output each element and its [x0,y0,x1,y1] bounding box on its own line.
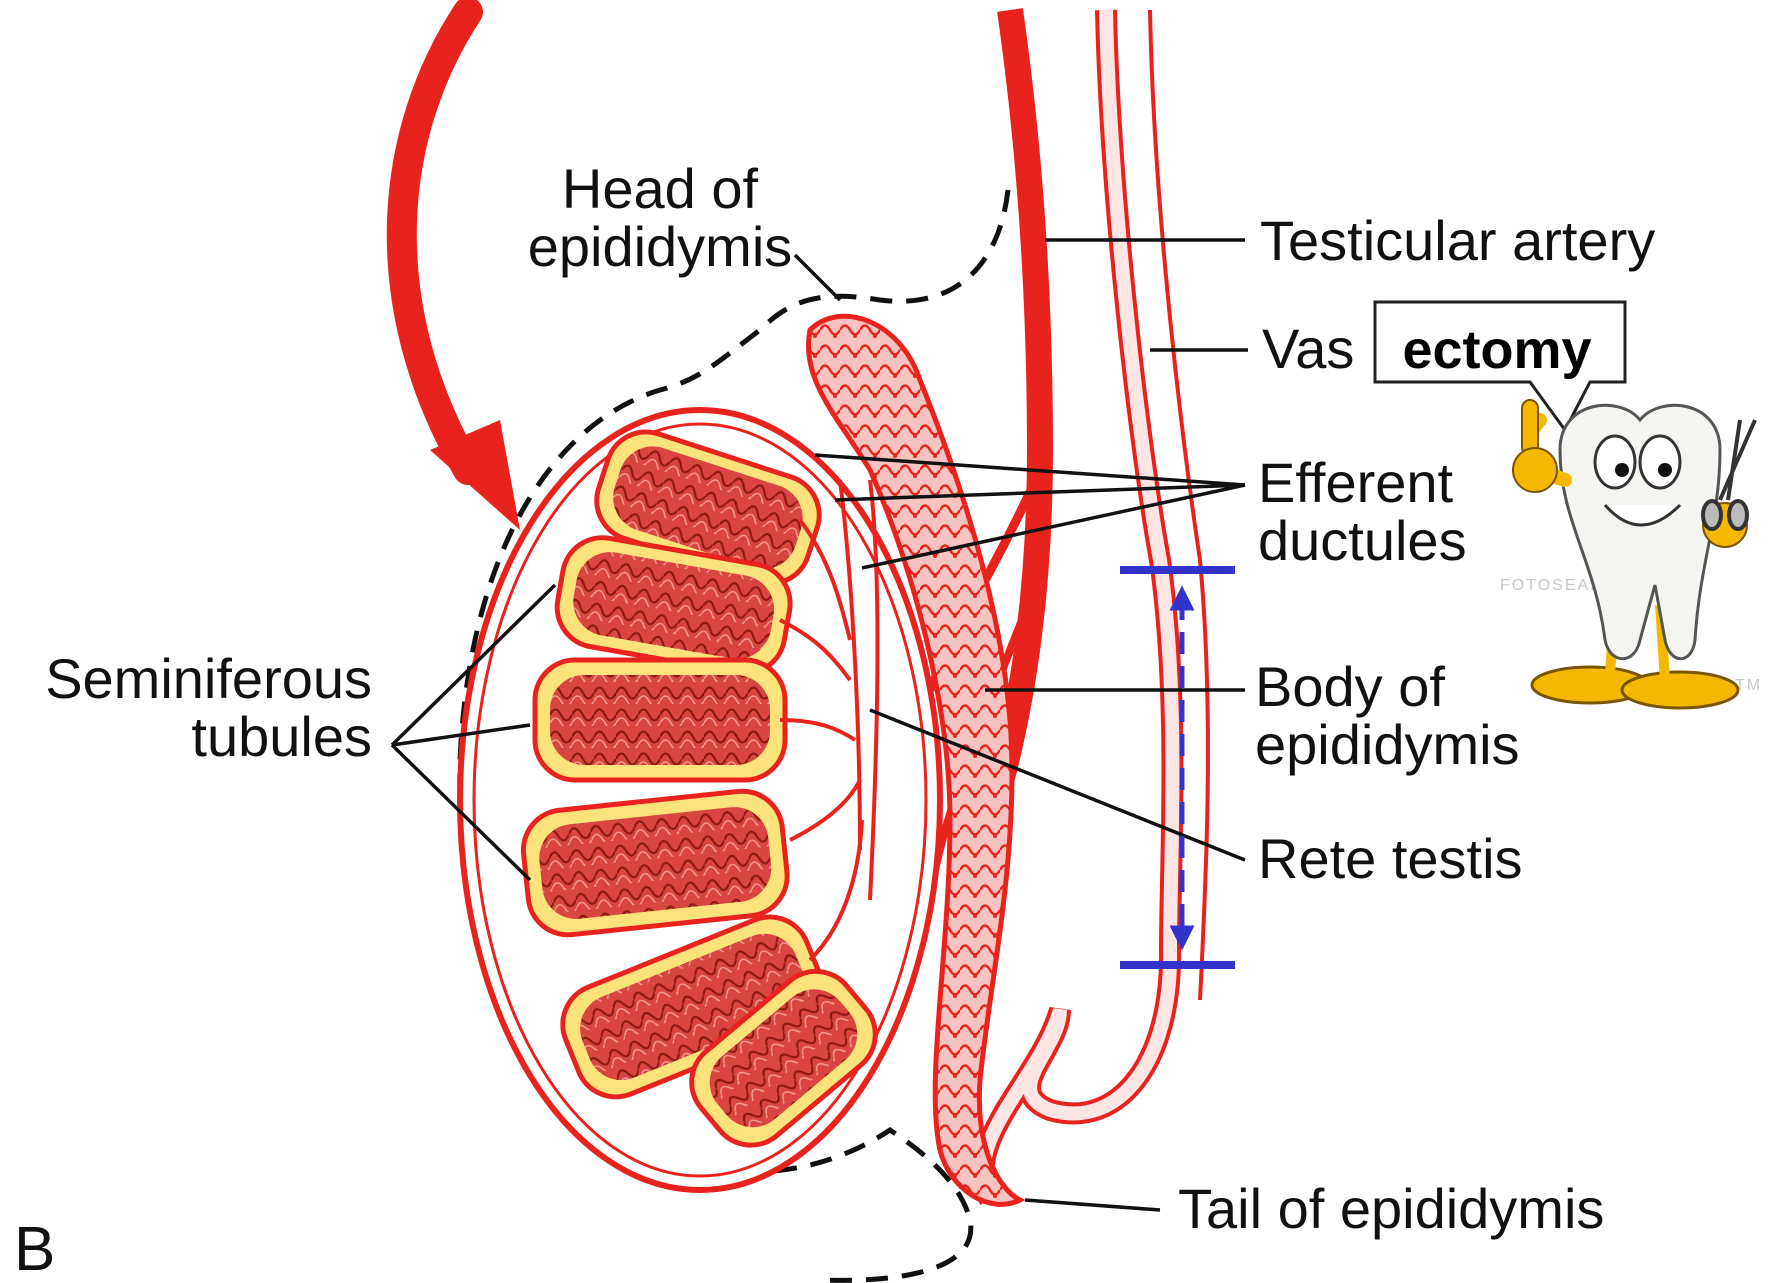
leader-tail [1025,1200,1160,1210]
label-body-of-epididymis-2: epididymis [1255,713,1520,776]
trademark-mark: TM [1735,677,1762,694]
label-vas: Vas [1262,317,1354,380]
label-head-of-epididymis-2: epididymis [528,215,793,278]
label-seminiferous-tubules-1: Seminiferous [45,647,372,710]
label-head-of-epididymis-1: Head of [562,157,759,220]
label-efferent-ductules-1: Efferent [1258,451,1454,514]
leader-head [795,255,840,300]
lobule-4 [519,787,791,938]
panel-letter: B [14,1215,55,1283]
lobule-3 [535,660,785,780]
callout-text: ectomy [1402,320,1591,380]
label-efferent-ductules-2: ductules [1258,509,1467,572]
label-testicular-artery: Testicular artery [1260,209,1655,272]
label-seminiferous-tubules-2: tubules [191,705,372,768]
label-rete-testis: Rete testis [1258,827,1523,890]
cartoon-tooth-icon: FOTOSEARCH TM [1500,400,1762,708]
descent-arrow [402,12,520,530]
label-tail-of-epididymis: Tail of epididymis [1178,1177,1604,1240]
label-body-of-epididymis-1: Body of [1255,655,1445,718]
